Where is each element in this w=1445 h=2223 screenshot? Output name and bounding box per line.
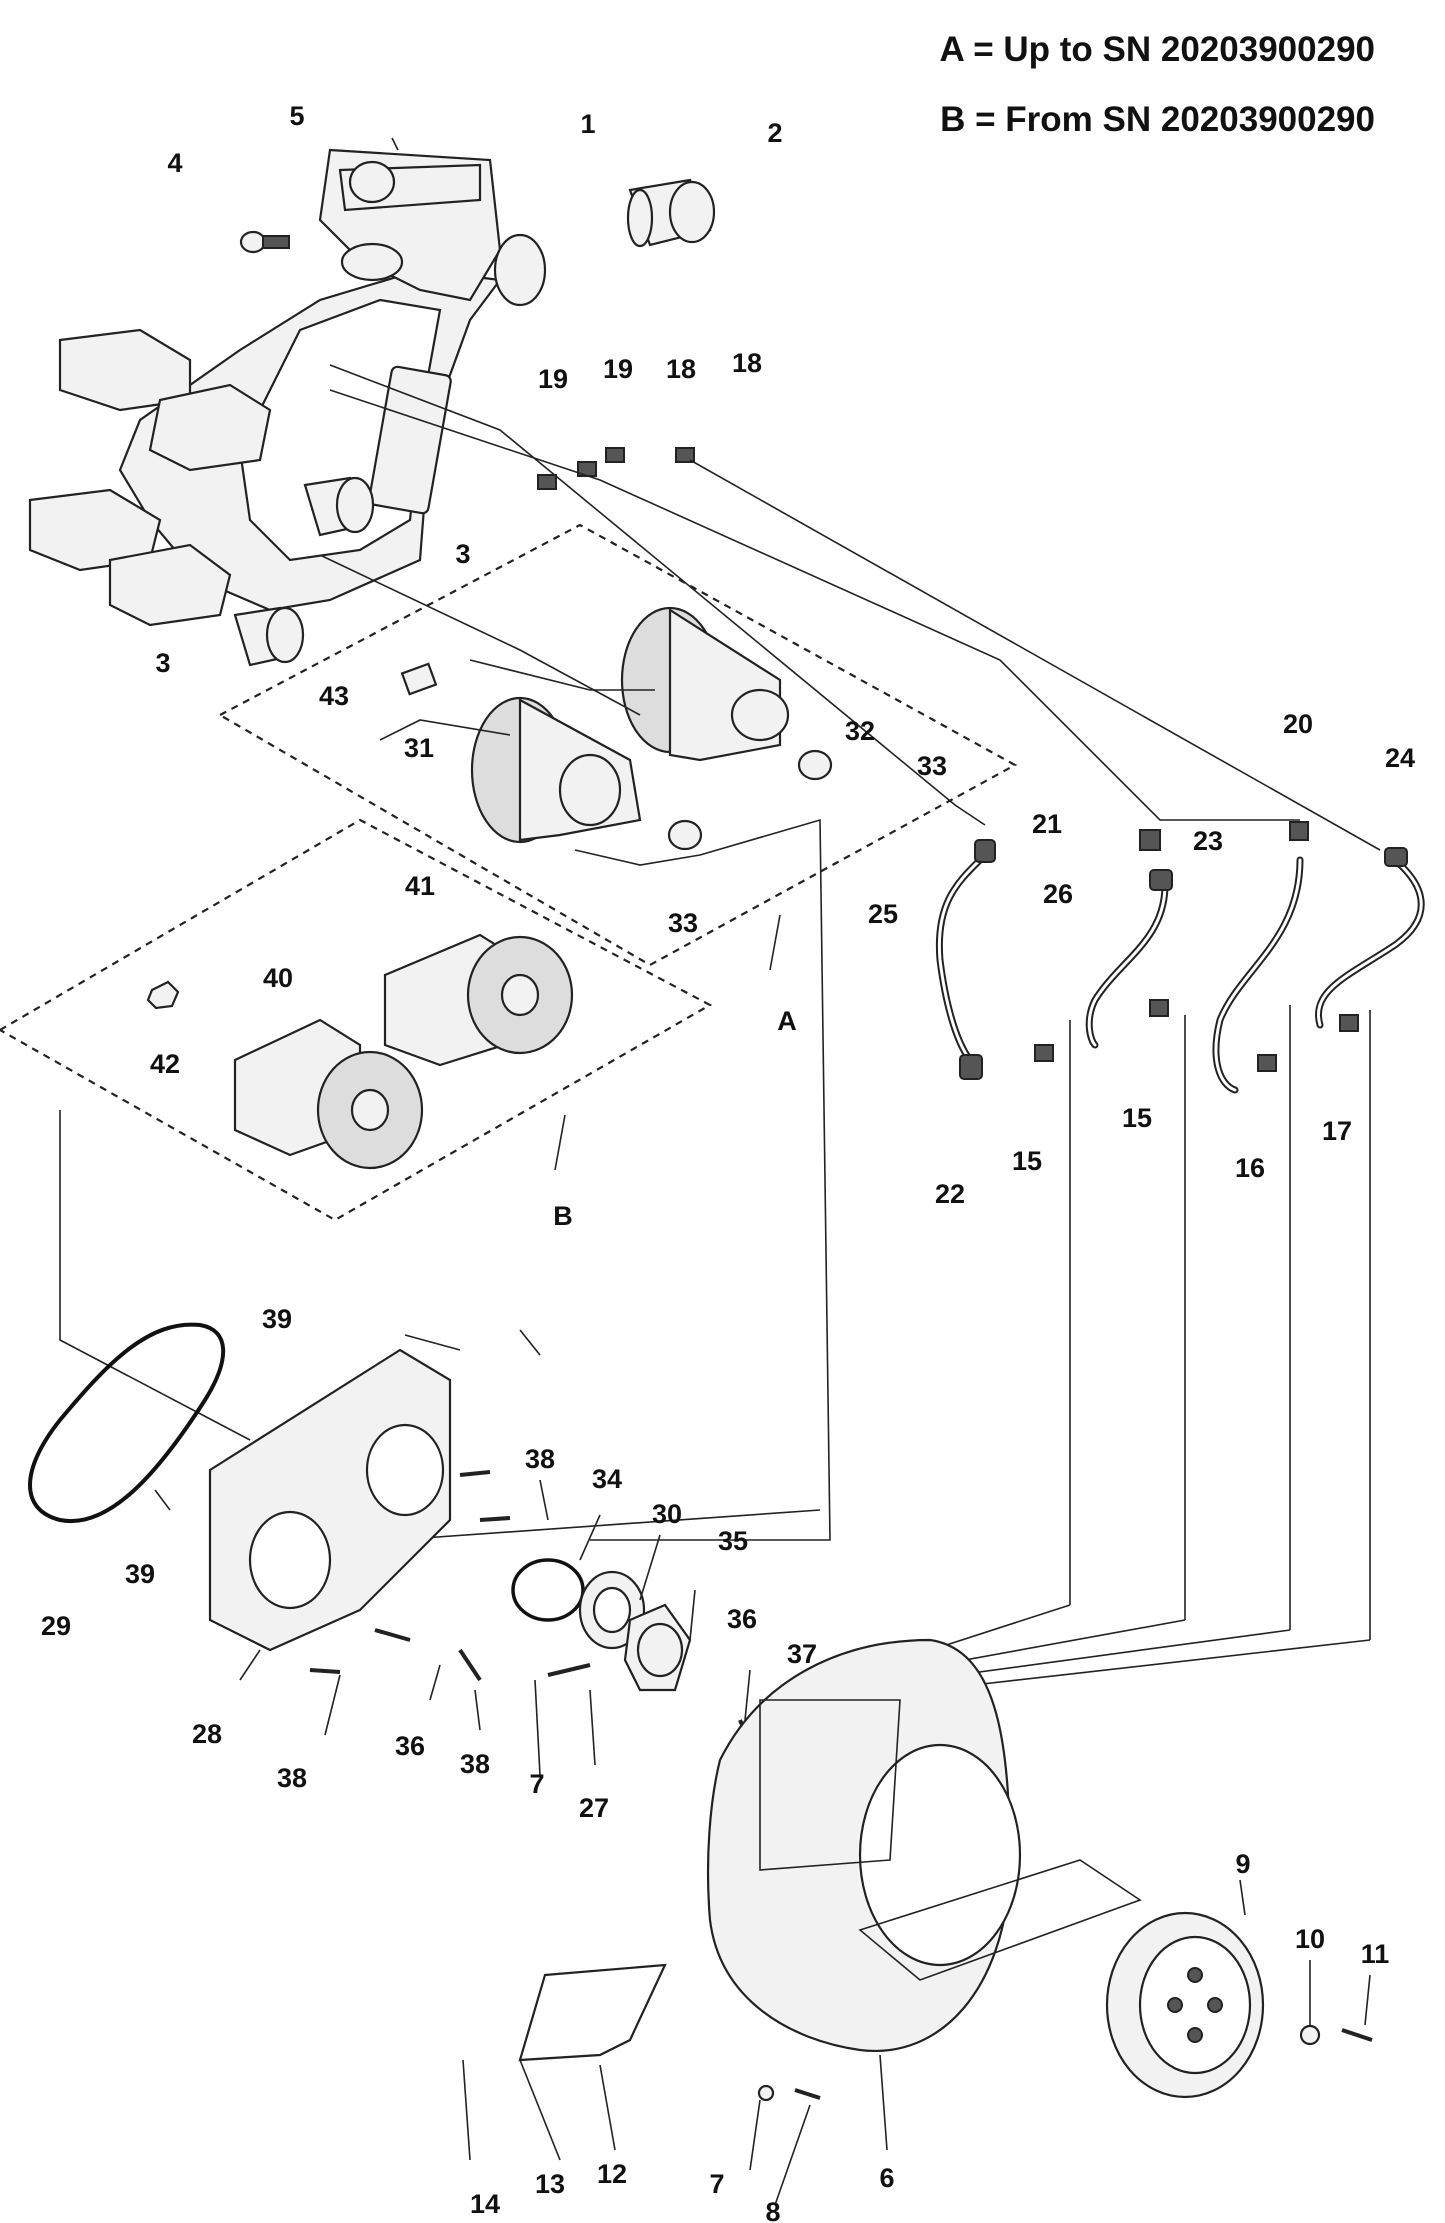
callout-38-c: 38 [460, 1749, 490, 1779]
callout-11: 11 [1361, 1939, 1390, 1969]
bushing-part-2 [626, 178, 716, 248]
callout-7-b: 7 [709, 2169, 724, 2199]
flange-part-35 [623, 1603, 692, 1692]
callout-39-b: 39 [125, 1559, 155, 1589]
callout-25: 25 [868, 899, 898, 929]
callout-38-a: 38 [525, 1444, 555, 1474]
callout-27: 27 [579, 1793, 609, 1823]
callout-43: 43 [319, 681, 349, 711]
washer-part-10 [1299, 2024, 1321, 2046]
washer-part-7 [757, 2084, 775, 2102]
callout-6: 6 [879, 2163, 894, 2193]
callout-4: 4 [167, 148, 182, 178]
bolt-part-4 [239, 230, 290, 254]
callout-3-a: 3 [455, 539, 470, 569]
callout-10: 10 [1295, 1924, 1325, 1954]
callout-29: 29 [41, 1611, 71, 1641]
callout-21: 21 [1032, 809, 1062, 839]
callout-35: 35 [718, 1526, 748, 1556]
callout-16: 16 [1235, 1153, 1265, 1183]
callout-23: 23 [1193, 826, 1223, 856]
callout-1: 1 [580, 109, 595, 139]
ring-part-33-b [667, 819, 703, 851]
hose-part-24 [1315, 847, 1425, 1029]
callout-20: 20 [1283, 709, 1313, 739]
callout-12: 12 [597, 2159, 627, 2189]
callout-5: 5 [289, 101, 304, 131]
callout-36-b: 36 [395, 1731, 425, 1761]
callout-17: 17 [1322, 1116, 1352, 1146]
callout-19-a: 19 [538, 364, 568, 394]
group-label-b: B [553, 1201, 573, 1231]
legend-variant-b: B = From SN 20203900290 [940, 100, 1375, 139]
hose-part-23 [1212, 856, 1304, 1094]
callout-26: 26 [1043, 879, 1073, 909]
callout-15-a: 15 [1012, 1146, 1042, 1176]
callout-9: 9 [1235, 1849, 1250, 1879]
bushing-part-3-lower [233, 606, 305, 667]
callout-24: 24 [1385, 743, 1415, 773]
callout-38-b: 38 [277, 1763, 307, 1793]
callout-18-a: 18 [666, 354, 696, 384]
bolt-part-8 [794, 2088, 821, 2100]
motor-flange-part-9 [1105, 1911, 1265, 2099]
hose-part-25-22 [935, 839, 996, 1080]
hydraulic-routes [329, 364, 1381, 1691]
hose-part-26 [1085, 869, 1173, 1049]
callout-18-b: 18 [732, 348, 762, 378]
callout-30: 30 [652, 1499, 682, 1529]
callout-40: 40 [263, 963, 293, 993]
callout-33-b: 33 [668, 908, 698, 938]
callout-41: 41 [405, 871, 435, 901]
callout-34: 34 [592, 1464, 622, 1494]
callout-14: 14 [470, 2189, 500, 2219]
motor-part-41 [383, 933, 574, 1067]
callout-31: 31 [404, 733, 434, 763]
callout-32: 32 [845, 716, 875, 746]
fittings-18-19 [537, 447, 695, 490]
callout-3-b: 3 [155, 648, 170, 678]
callout-37: 37 [787, 1639, 817, 1669]
callout-33-a: 33 [917, 751, 947, 781]
bushing-part-3-upper [303, 476, 375, 537]
callout-15-b: 15 [1122, 1103, 1152, 1133]
cover-plate-part-12 [518, 1963, 667, 2062]
gearbox-part-32 [620, 606, 790, 762]
callout-36-a: 36 [727, 1604, 757, 1634]
gearbox-part-31 [470, 696, 642, 844]
nut-part-43 [400, 662, 438, 696]
frame-arm [28, 148, 547, 627]
pin-part-5 [391, 137, 399, 151]
group-a-boundary [217, 523, 1018, 967]
group-b-boundary [0, 818, 713, 1222]
oring-part-34 [511, 1558, 585, 1622]
callout-22: 22 [935, 1179, 965, 1209]
callout-39-a: 39 [262, 1304, 292, 1334]
callout-28: 28 [192, 1719, 222, 1749]
motor-part-40 [233, 1018, 424, 1170]
seal-ring-part-29 [28, 1322, 226, 1524]
bolt-part-11 [1341, 2028, 1373, 2042]
callout-42: 42 [150, 1049, 180, 1079]
group-leader-lines [59, 554, 831, 1541]
fittings-15-16-17-20-21 [1034, 821, 1359, 1072]
callout-number-layer: 5 1 2 4 19 19 18 18 3 3 43 31 32 33 33 2… [41, 101, 1415, 2223]
callout-19-b: 19 [603, 354, 633, 384]
group-label-a: A [777, 1006, 797, 1036]
callout-13: 13 [535, 2169, 565, 2199]
gear-cover-part-28 [208, 1348, 452, 1652]
nut-part-42 [146, 980, 180, 1010]
callout-8: 8 [765, 2197, 780, 2223]
ring-part-33-a [797, 749, 833, 781]
callout-7-a: 7 [529, 1769, 544, 1799]
housing-part-6 [706, 1638, 1142, 2053]
callout-2: 2 [767, 118, 782, 148]
callout-leaders [154, 1329, 1371, 2206]
legend-variant-a: A = Up to SN 20203900290 [939, 30, 1375, 69]
